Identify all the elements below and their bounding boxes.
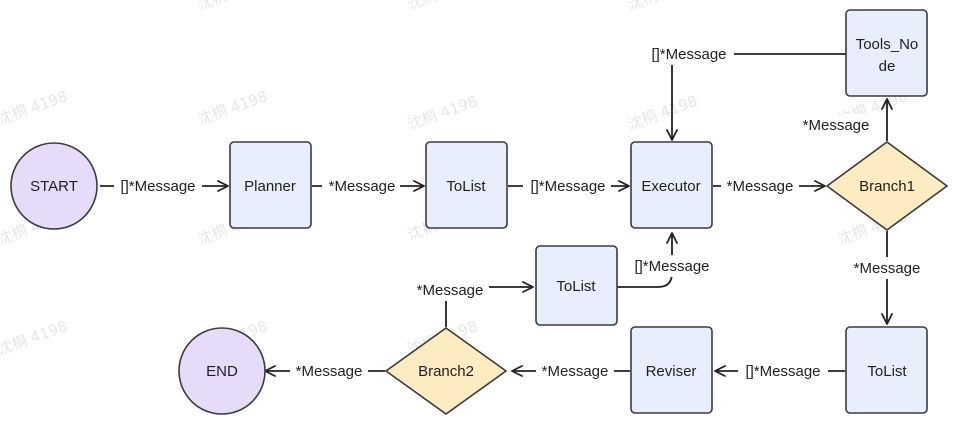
label-tolist-executor: []*Message	[530, 178, 605, 195]
label-tolist-reviser: []*Message	[745, 363, 820, 380]
edge-label-layer: []*Message *Message []*Message *Message …	[114, 43, 926, 382]
node-tolist-right[interactable]: ToList	[845, 326, 928, 414]
label-tools-executor: []*Message	[651, 46, 726, 63]
node-tolist-right-label: ToList	[867, 363, 907, 380]
node-tools-node-label-line1: Tools_No	[856, 36, 919, 53]
watermark-6: 沈桐 4198	[405, 92, 480, 134]
watermark-7: 沈桐 4198	[625, 92, 700, 134]
node-layer: START Planner ToList Executor Branch1 To…	[10, 9, 949, 415]
node-tolist-top-label: ToList	[446, 178, 486, 195]
label-start-planner: []*Message	[120, 178, 195, 195]
node-executor[interactable]: Executor	[630, 141, 713, 229]
node-start-label: START	[30, 178, 78, 195]
watermark-13: 沈桐 4198	[0, 317, 70, 359]
label-planner-tolist: *Message	[329, 178, 396, 195]
label-branch2-end: *Message	[296, 363, 363, 380]
node-tools-node[interactable]: Tools_No de	[845, 9, 928, 97]
node-planner[interactable]: Planner	[229, 141, 312, 229]
node-branch1-label: Branch1	[859, 178, 915, 195]
node-reviser-label: Reviser	[646, 363, 697, 380]
label-branch1-tolist: *Message	[854, 260, 921, 277]
node-tolist-mid[interactable]: ToList	[535, 245, 618, 326]
watermark-4: 沈桐 4198	[0, 87, 70, 129]
node-tools-node-label-line2: de	[879, 58, 896, 75]
watermark-5: 沈桐 4198	[195, 87, 270, 129]
watermark-1: 沈桐 4198	[195, 0, 270, 14]
label-branch1-tools: *Message	[803, 117, 870, 134]
node-end-label: END	[206, 363, 238, 380]
node-branch1[interactable]: Branch1	[825, 141, 949, 231]
node-executor-label: Executor	[641, 178, 700, 195]
watermark-3: 沈桐 4198	[625, 0, 700, 14]
node-end[interactable]: END	[178, 327, 266, 415]
label-branch2-tolist: *Message	[417, 282, 484, 299]
label-executor-branch1: *Message	[727, 178, 794, 195]
label-tolist-executor-loop: []*Message	[634, 258, 709, 275]
node-branch2[interactable]: Branch2	[384, 327, 508, 415]
watermark-2: 沈桐 4198	[405, 0, 480, 14]
label-reviser-branch2: *Message	[542, 363, 609, 380]
node-planner-label: Planner	[244, 178, 296, 195]
node-start[interactable]: START	[10, 142, 98, 230]
node-tolist-mid-label: ToList	[556, 278, 596, 295]
node-tolist-top[interactable]: ToList	[425, 141, 508, 229]
node-branch2-label: Branch2	[418, 363, 474, 380]
node-reviser[interactable]: Reviser	[630, 326, 713, 414]
